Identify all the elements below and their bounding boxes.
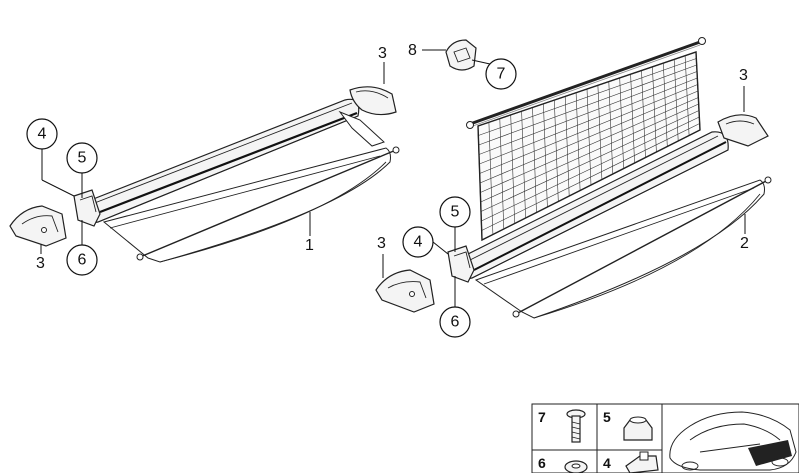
svg-text:4: 4 xyxy=(414,234,423,251)
label-8: 8 xyxy=(408,42,417,59)
svg-text:6: 6 xyxy=(451,314,460,331)
callout-5-left: 5 xyxy=(66,142,98,198)
net-mesh xyxy=(478,55,700,235)
label-3-bottom-right: 3 xyxy=(377,235,386,252)
svg-text:7: 7 xyxy=(497,66,506,83)
svg-text:4: 4 xyxy=(38,126,47,143)
svg-text:5: 5 xyxy=(451,204,460,221)
svg-text:6: 6 xyxy=(78,252,87,269)
nut-icon xyxy=(623,416,653,441)
label-3-right: 3 xyxy=(739,67,748,84)
label-3-bottom-left: 3 xyxy=(36,255,45,272)
label-3-top-left: 3 xyxy=(378,45,387,62)
end-cap-top-left xyxy=(349,86,397,116)
end-cap-bottom-left xyxy=(9,205,67,247)
label-2: 2 xyxy=(740,235,749,252)
end-cap-right xyxy=(717,114,769,147)
car-icon xyxy=(669,411,797,471)
clip-icon xyxy=(625,451,659,473)
luggage-cover-net-assembly-right xyxy=(447,37,772,319)
washer-icon xyxy=(564,460,588,473)
svg-text:5: 5 xyxy=(78,150,87,167)
table-label-4: 4 xyxy=(603,455,611,471)
table-label-5: 5 xyxy=(603,409,611,425)
callout-4-right: 4 xyxy=(402,226,449,258)
end-cap-bottom-right xyxy=(375,269,435,313)
callout-7: 7 xyxy=(471,58,517,90)
table-label-7: 7 xyxy=(538,409,546,425)
callout-5-right: 5 xyxy=(439,196,471,252)
table-label-6: 6 xyxy=(538,455,546,471)
parts-table: 7 5 6 4 xyxy=(531,403,799,473)
bolt-icon xyxy=(566,409,586,443)
clip-part-8 xyxy=(445,39,477,71)
callout-4-left: 4 xyxy=(26,118,75,197)
callout-6-right: 6 xyxy=(439,276,471,338)
callout-6-left: 6 xyxy=(66,220,98,276)
label-1: 1 xyxy=(305,237,314,254)
luggage-cover-assembly-left xyxy=(73,98,400,263)
